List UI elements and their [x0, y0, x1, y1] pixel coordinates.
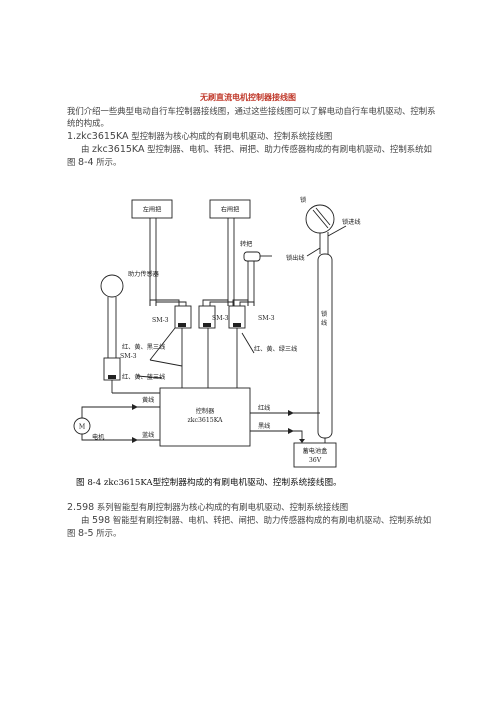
section2-model: 598: [76, 502, 95, 513]
label-lock-line-1: 锁: [321, 310, 327, 318]
section2-body-model: 598: [92, 515, 111, 526]
section2-heading: 2.598 系列智能型有刷控制器为核心构成的有刷电机驱动、控制系统接线图: [67, 501, 439, 514]
label-lock: 锁: [300, 196, 306, 204]
label-sm3-b: SM-3: [212, 315, 229, 322]
label-lock-in: 锁进线: [342, 218, 361, 226]
battery-box: [293, 442, 337, 468]
label-throttle: 转把: [240, 240, 252, 248]
connector-right-brake: [198, 305, 216, 329]
wiring-diagram: 左闸把 右闸把 锁 锁进线 锁出线 锁 线 转把 助力传感器 SM-3 SM-3…: [62, 188, 382, 500]
motor-symbol: M: [79, 424, 86, 431]
label-sm3-d: SM-3: [120, 353, 137, 360]
section1-number: 1.: [67, 131, 77, 142]
document-title: 无刷直流电机控制器接线图: [200, 93, 296, 102]
label-blue-wire: 蓝线: [142, 431, 154, 439]
section2-body-post: 所示。: [93, 528, 122, 538]
figure-caption: 图 8-4 zkc3615KA型控制器构成的有刷电机驱动、控制系统接线图。: [76, 476, 342, 488]
label-wires-rbw: 红、黄、黑三线: [122, 343, 165, 351]
lock-tube: [317, 253, 333, 439]
right-brake-box: [209, 199, 251, 219]
label-motor: 电机: [92, 433, 105, 441]
label-controller: 控制器: [196, 407, 215, 415]
label-wires-ryg: 红、黄、绿三线: [254, 345, 297, 353]
left-brake-box: [131, 199, 173, 219]
label-red-wire: 红线: [258, 404, 270, 412]
label-assist-sensor: 助力传感器: [128, 270, 160, 278]
section1-body-model: zkc3615KA: [92, 144, 145, 155]
label-yellow-wire: 黄线: [142, 396, 154, 404]
section1-body: 由 zkc3615KA 型控制器、电机、转把、闸把、助力传感器构成的有刷电机驱动…: [67, 143, 439, 169]
section1-body-pre: 由: [81, 144, 93, 154]
label-left-brake: 左闸把: [143, 206, 162, 214]
intro-paragraph: 我们介绍一些典型电动自行车控制器接线图，通过这些接线图可以了解电动自行车电机驱动…: [67, 106, 436, 128]
section2-body-mid: 智能型有刷控制器、电机、转把、闸把、助力传感器构成的有刷电机驱动、控制系统如图: [67, 515, 432, 538]
connector-left-brake: [174, 305, 192, 329]
label-wires-ryb: 红、黄、蓝三线: [122, 373, 165, 381]
section2-body-pre: 由: [81, 515, 93, 525]
assist-sensor-circle: [100, 274, 124, 298]
section2-number: 2.: [67, 502, 77, 513]
section2-heading-text: 系列智能型有刷控制器为核心构成的有刷电机驱动、控制系统接线图: [94, 502, 349, 512]
controller-box: [159, 387, 251, 447]
section1-model: zkc3615KA: [76, 131, 129, 142]
label-battery-voltage: 36V: [309, 457, 322, 464]
label-battery: 蓄电池盒: [303, 447, 329, 455]
label-lock-out: 锁出线: [286, 254, 305, 262]
label-sm3-c: SM-3: [258, 315, 275, 322]
wiring-diagram-svg: 左闸把 右闸把 锁 锁进线 锁出线 锁 线 转把 助力传感器 SM-3 SM-3…: [73, 196, 361, 488]
label-right-brake: 右闸把: [221, 206, 240, 214]
label-black-wire: 黑线: [258, 422, 270, 430]
label-sm3-a: SM-3: [152, 317, 169, 324]
section1-figure-ref: 8-4: [78, 157, 94, 168]
section1-heading: 1.zkc3615KA 型控制器为核心构成的有刷电机驱动、控制系统接线图: [67, 130, 439, 143]
section1-body-post: 所示。: [93, 157, 122, 167]
section1-heading-text: 型控制器为核心构成的有刷电机驱动、控制系统接线图: [128, 131, 333, 141]
section2-body: 由 598 智能型有刷控制器、电机、转把、闸把、助力传感器构成的有刷电机驱动、控…: [67, 514, 439, 540]
label-controller-model: zkc3615KA: [187, 417, 223, 424]
label-lock-line-2: 线: [321, 319, 327, 327]
section2-figure-ref: 8-5: [78, 528, 94, 539]
section1-body-mid: 型控制器、电机、转把、闸把、助力传感器构成的有刷电机驱动、控制系统如图: [67, 144, 432, 167]
